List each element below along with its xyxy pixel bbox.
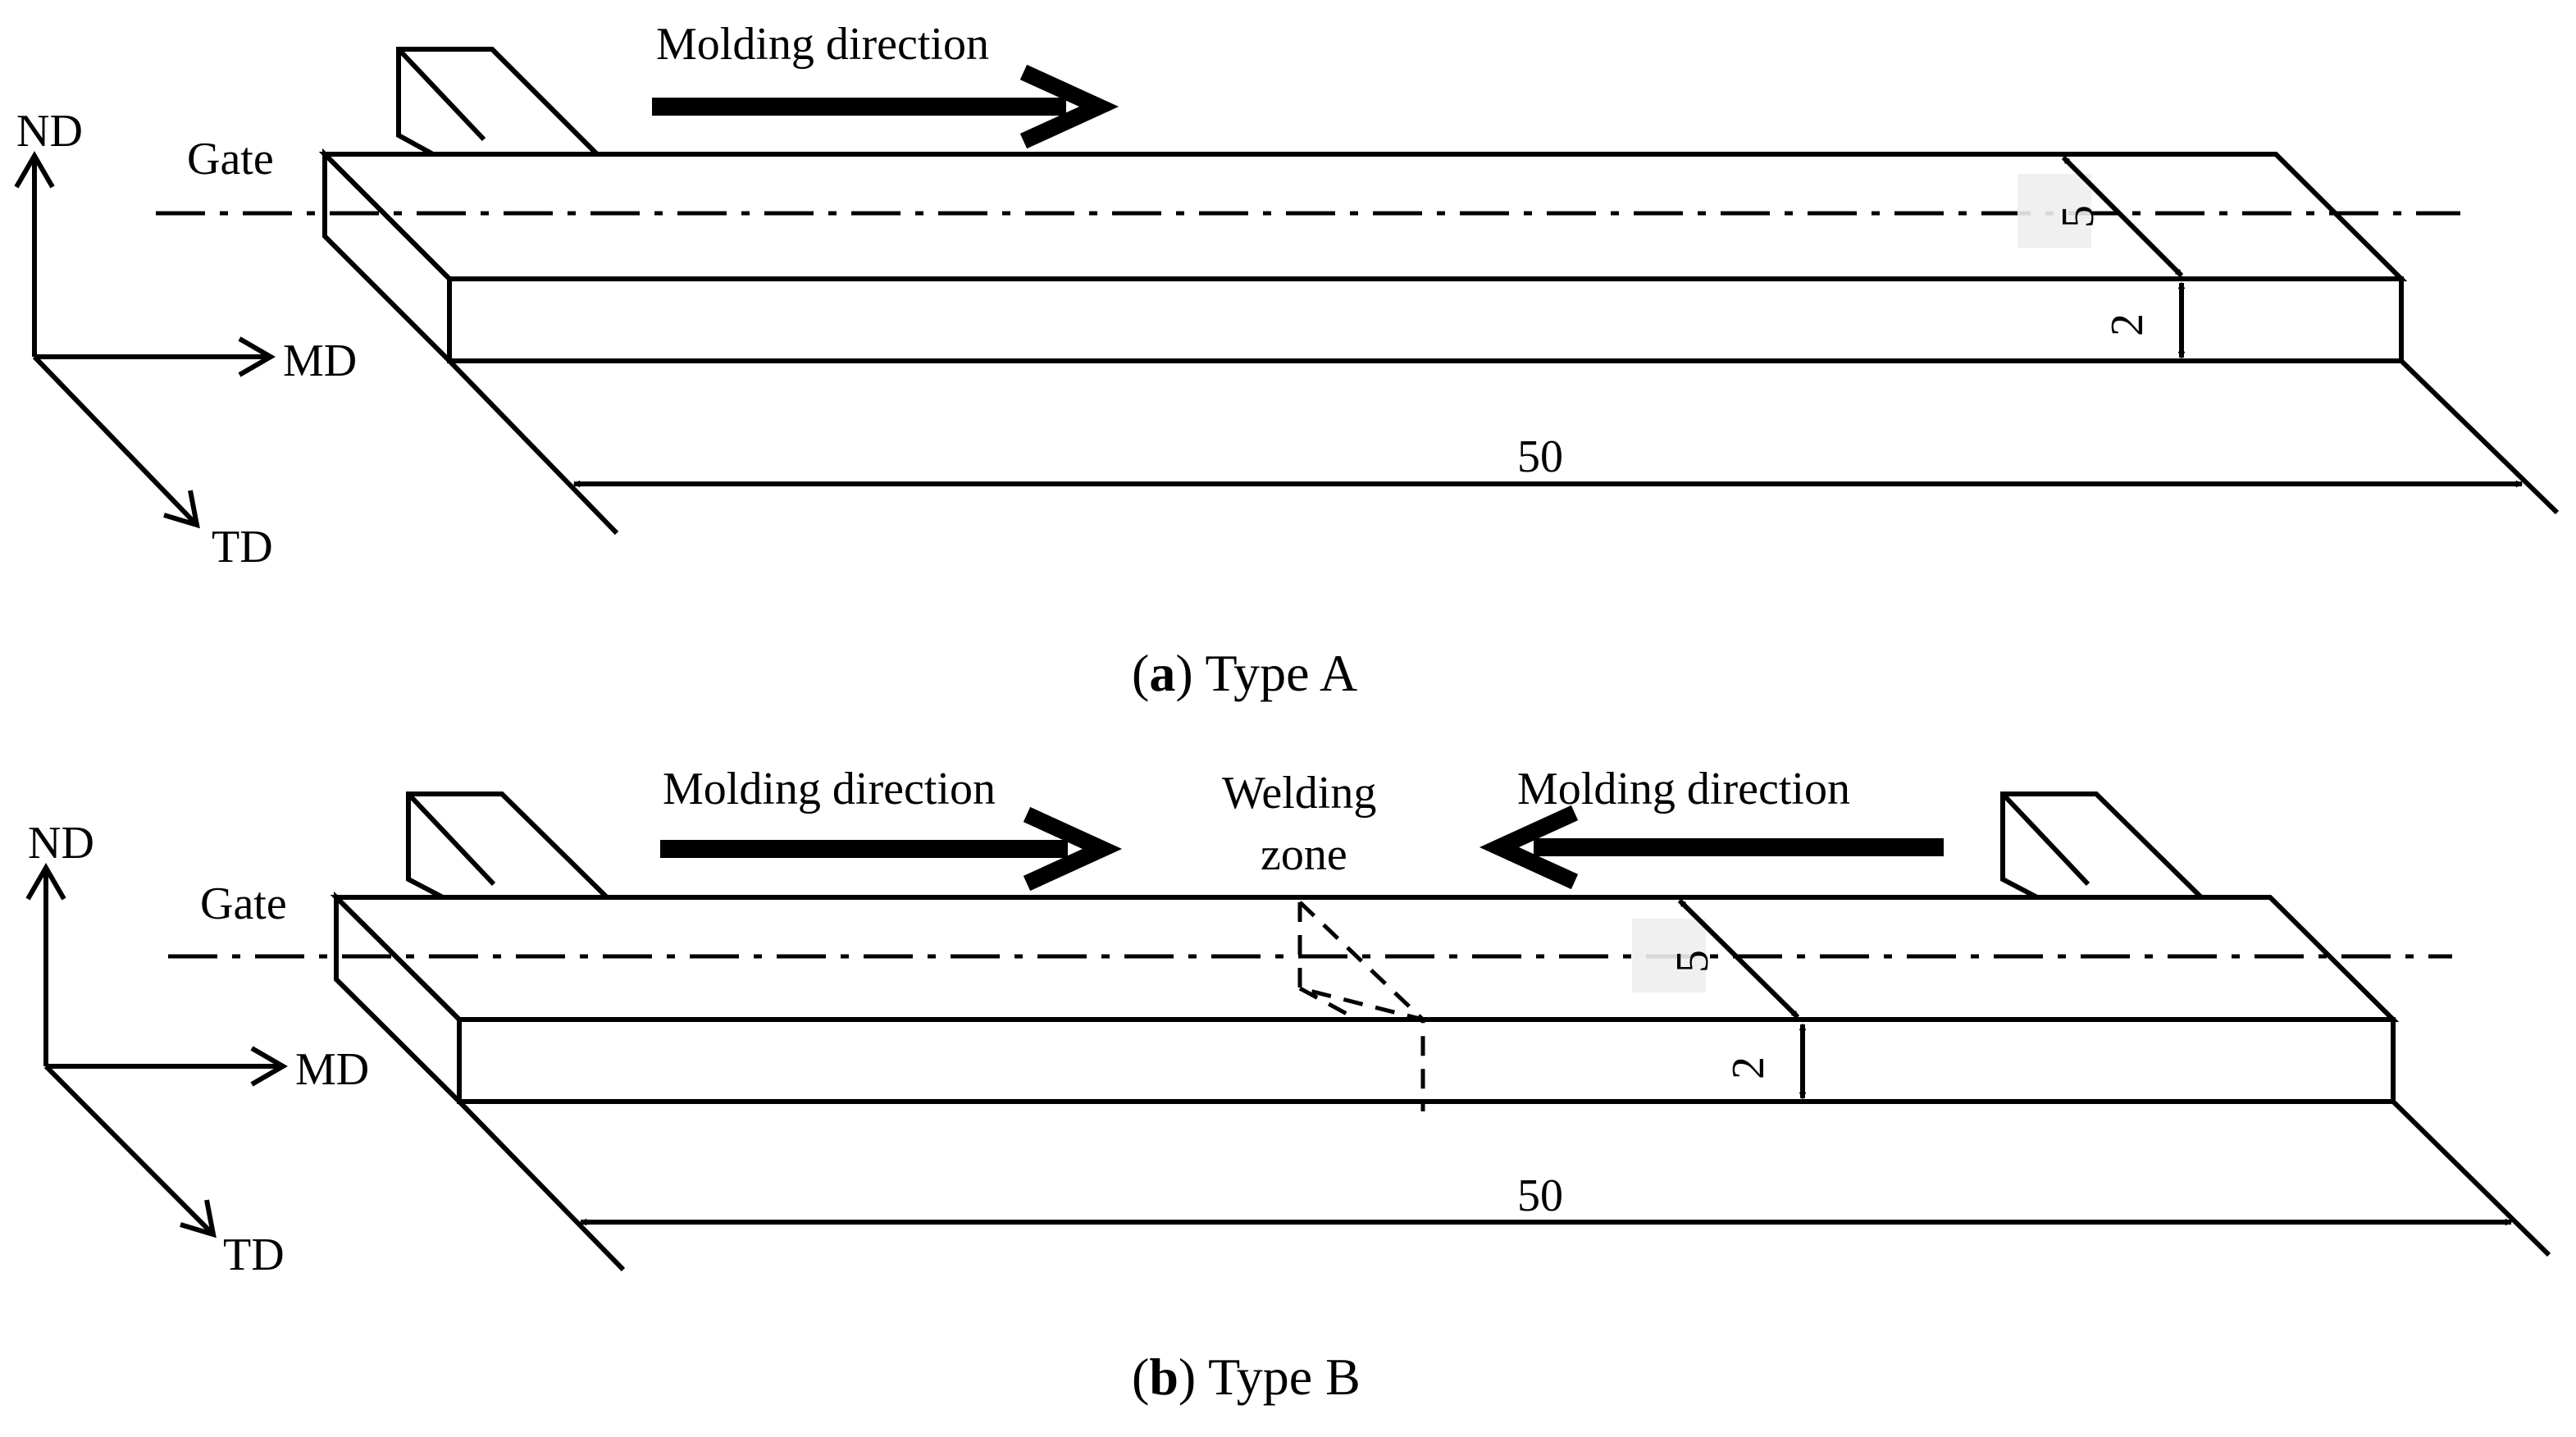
dim-width-label-b: 5 [1667,950,1718,973]
dim-length-label-a: 50 [1517,431,1563,482]
molding-direction-arrow-a [652,64,1119,149]
bar-end-face-a [322,148,452,367]
dim-width-label-a: 5 [2053,205,2104,228]
td-label: TD [223,1229,285,1280]
gate-tab-right-b [2000,791,2208,900]
gate-tab-left-b [406,791,613,900]
md-label: MD [283,335,357,386]
panel-a: ND MD TD 50 5 2 Gate [14,19,2560,702]
molding-direction-right-arrow-b [660,806,1123,892]
welding-zone-plane [1297,901,1425,1111]
extension-line-right-a [2399,358,2560,515]
md-label: MD [295,1044,369,1095]
extension-line-left-a [447,358,619,536]
nd-label: ND [28,818,94,869]
extension-line-left-b [457,1099,626,1272]
nd-arrowhead [14,151,55,189]
dim-width-line-b [1677,898,1800,1020]
molding-direction-label-a: Molding direction [656,19,989,70]
molding-direction-left-arrow-b [1479,805,1944,890]
td-label: TD [212,522,273,573]
dim-width-line-a [2061,155,2184,278]
td-arrowhead [180,1199,217,1239]
bar-front-face-b [457,1017,2396,1104]
td-arrowhead [163,490,200,529]
molding-direction-right-label-b: Molding direction [1517,764,1850,814]
molding-direction-left-label-b: Molding direction [663,764,996,814]
axis-triad-b: ND MD TD [25,818,369,1280]
dim-thickness-label-b: 2 [1723,1056,1774,1079]
md-arrowhead [238,336,276,377]
panel-b: ND MD TD 50 5 2 [25,764,2551,1406]
welding-zone-label-line2: zone [1261,829,1347,880]
nd-arrowhead [25,863,66,901]
caption-a: (a) Type A [1132,644,1357,702]
td-axis-arrow [32,354,199,527]
md-arrowhead [250,1046,288,1087]
extension-line-right-b [2391,1099,2551,1257]
gate-label-b: Gate [200,878,287,929]
dim-length-label-b: 50 [1517,1170,1563,1221]
nd-label: ND [16,106,83,157]
gate-label-a: Gate [187,134,274,185]
welding-zone-label-line1: Welding [1222,768,1376,819]
td-axis-arrow [43,1064,216,1237]
axis-triad-a: ND MD TD [14,106,357,573]
dim-thickness-label-a: 2 [2102,313,2153,336]
gate-tab-a [396,47,604,157]
caption-b: (b) Type B [1132,1348,1361,1406]
